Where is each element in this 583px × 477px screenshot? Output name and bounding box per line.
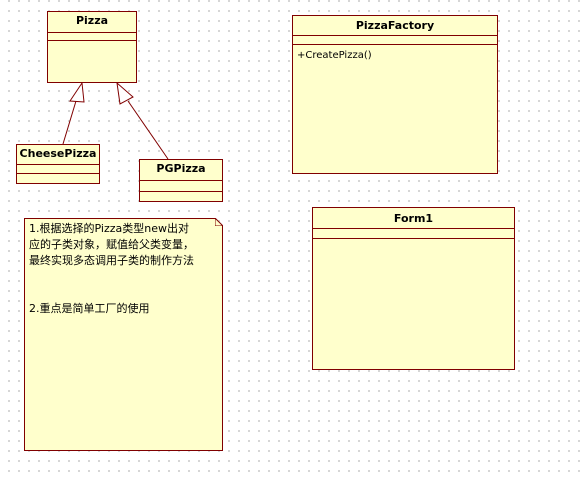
attribute-separator xyxy=(293,35,497,36)
class-form1[interactable]: Form1 xyxy=(312,207,515,370)
class-name: Pizza xyxy=(75,14,109,27)
class-name: PizzaFactory xyxy=(355,19,435,32)
class-pg-pizza[interactable]: PGPizza xyxy=(139,159,223,202)
attribute-separator xyxy=(48,32,136,33)
class-cheese-pizza[interactable]: CheesePizza xyxy=(16,144,100,184)
generalization-cheese-to-pizza[interactable] xyxy=(62,81,85,145)
generalization-pgpizza-to-pizza[interactable] xyxy=(116,81,169,160)
note-line xyxy=(29,269,194,301)
class-name: CheesePizza xyxy=(19,147,97,160)
inheritance-arrowhead xyxy=(69,81,85,103)
note-line: 应的子类对象，赋值给父类变量， xyxy=(29,238,194,251)
class-pizza[interactable]: Pizza xyxy=(47,11,137,83)
operation-separator xyxy=(140,191,222,192)
operation-separator xyxy=(313,238,514,239)
operation-separator xyxy=(48,40,136,41)
note-line: 最终实现多态调用子类的制作方法 xyxy=(29,254,194,267)
operation-separator xyxy=(17,173,99,174)
class-name: Form1 xyxy=(393,212,434,225)
operation-separator xyxy=(293,44,497,45)
class-pizza-factory[interactable]: PizzaFactory +CreatePizza() xyxy=(292,15,498,174)
inheritance-arrowhead xyxy=(116,81,134,105)
note-line: 1.根据选择的Pizza类型new出对 xyxy=(29,222,189,235)
note-text: 1.根据选择的Pizza类型new出对 应的子类对象，赋值给父类变量， 最终实现… xyxy=(29,221,194,317)
class-name: PGPizza xyxy=(156,162,206,175)
operation-create-pizza[interactable]: +CreatePizza() xyxy=(297,50,372,61)
attribute-separator xyxy=(140,180,222,181)
uml-note[interactable]: 1.根据选择的Pizza类型new出对 应的子类对象，赋值给父类变量， 最终实现… xyxy=(24,218,223,451)
attribute-separator xyxy=(17,164,99,165)
note-line: 2.重点是简单工厂的使用 xyxy=(29,302,150,315)
attribute-separator xyxy=(313,228,514,229)
